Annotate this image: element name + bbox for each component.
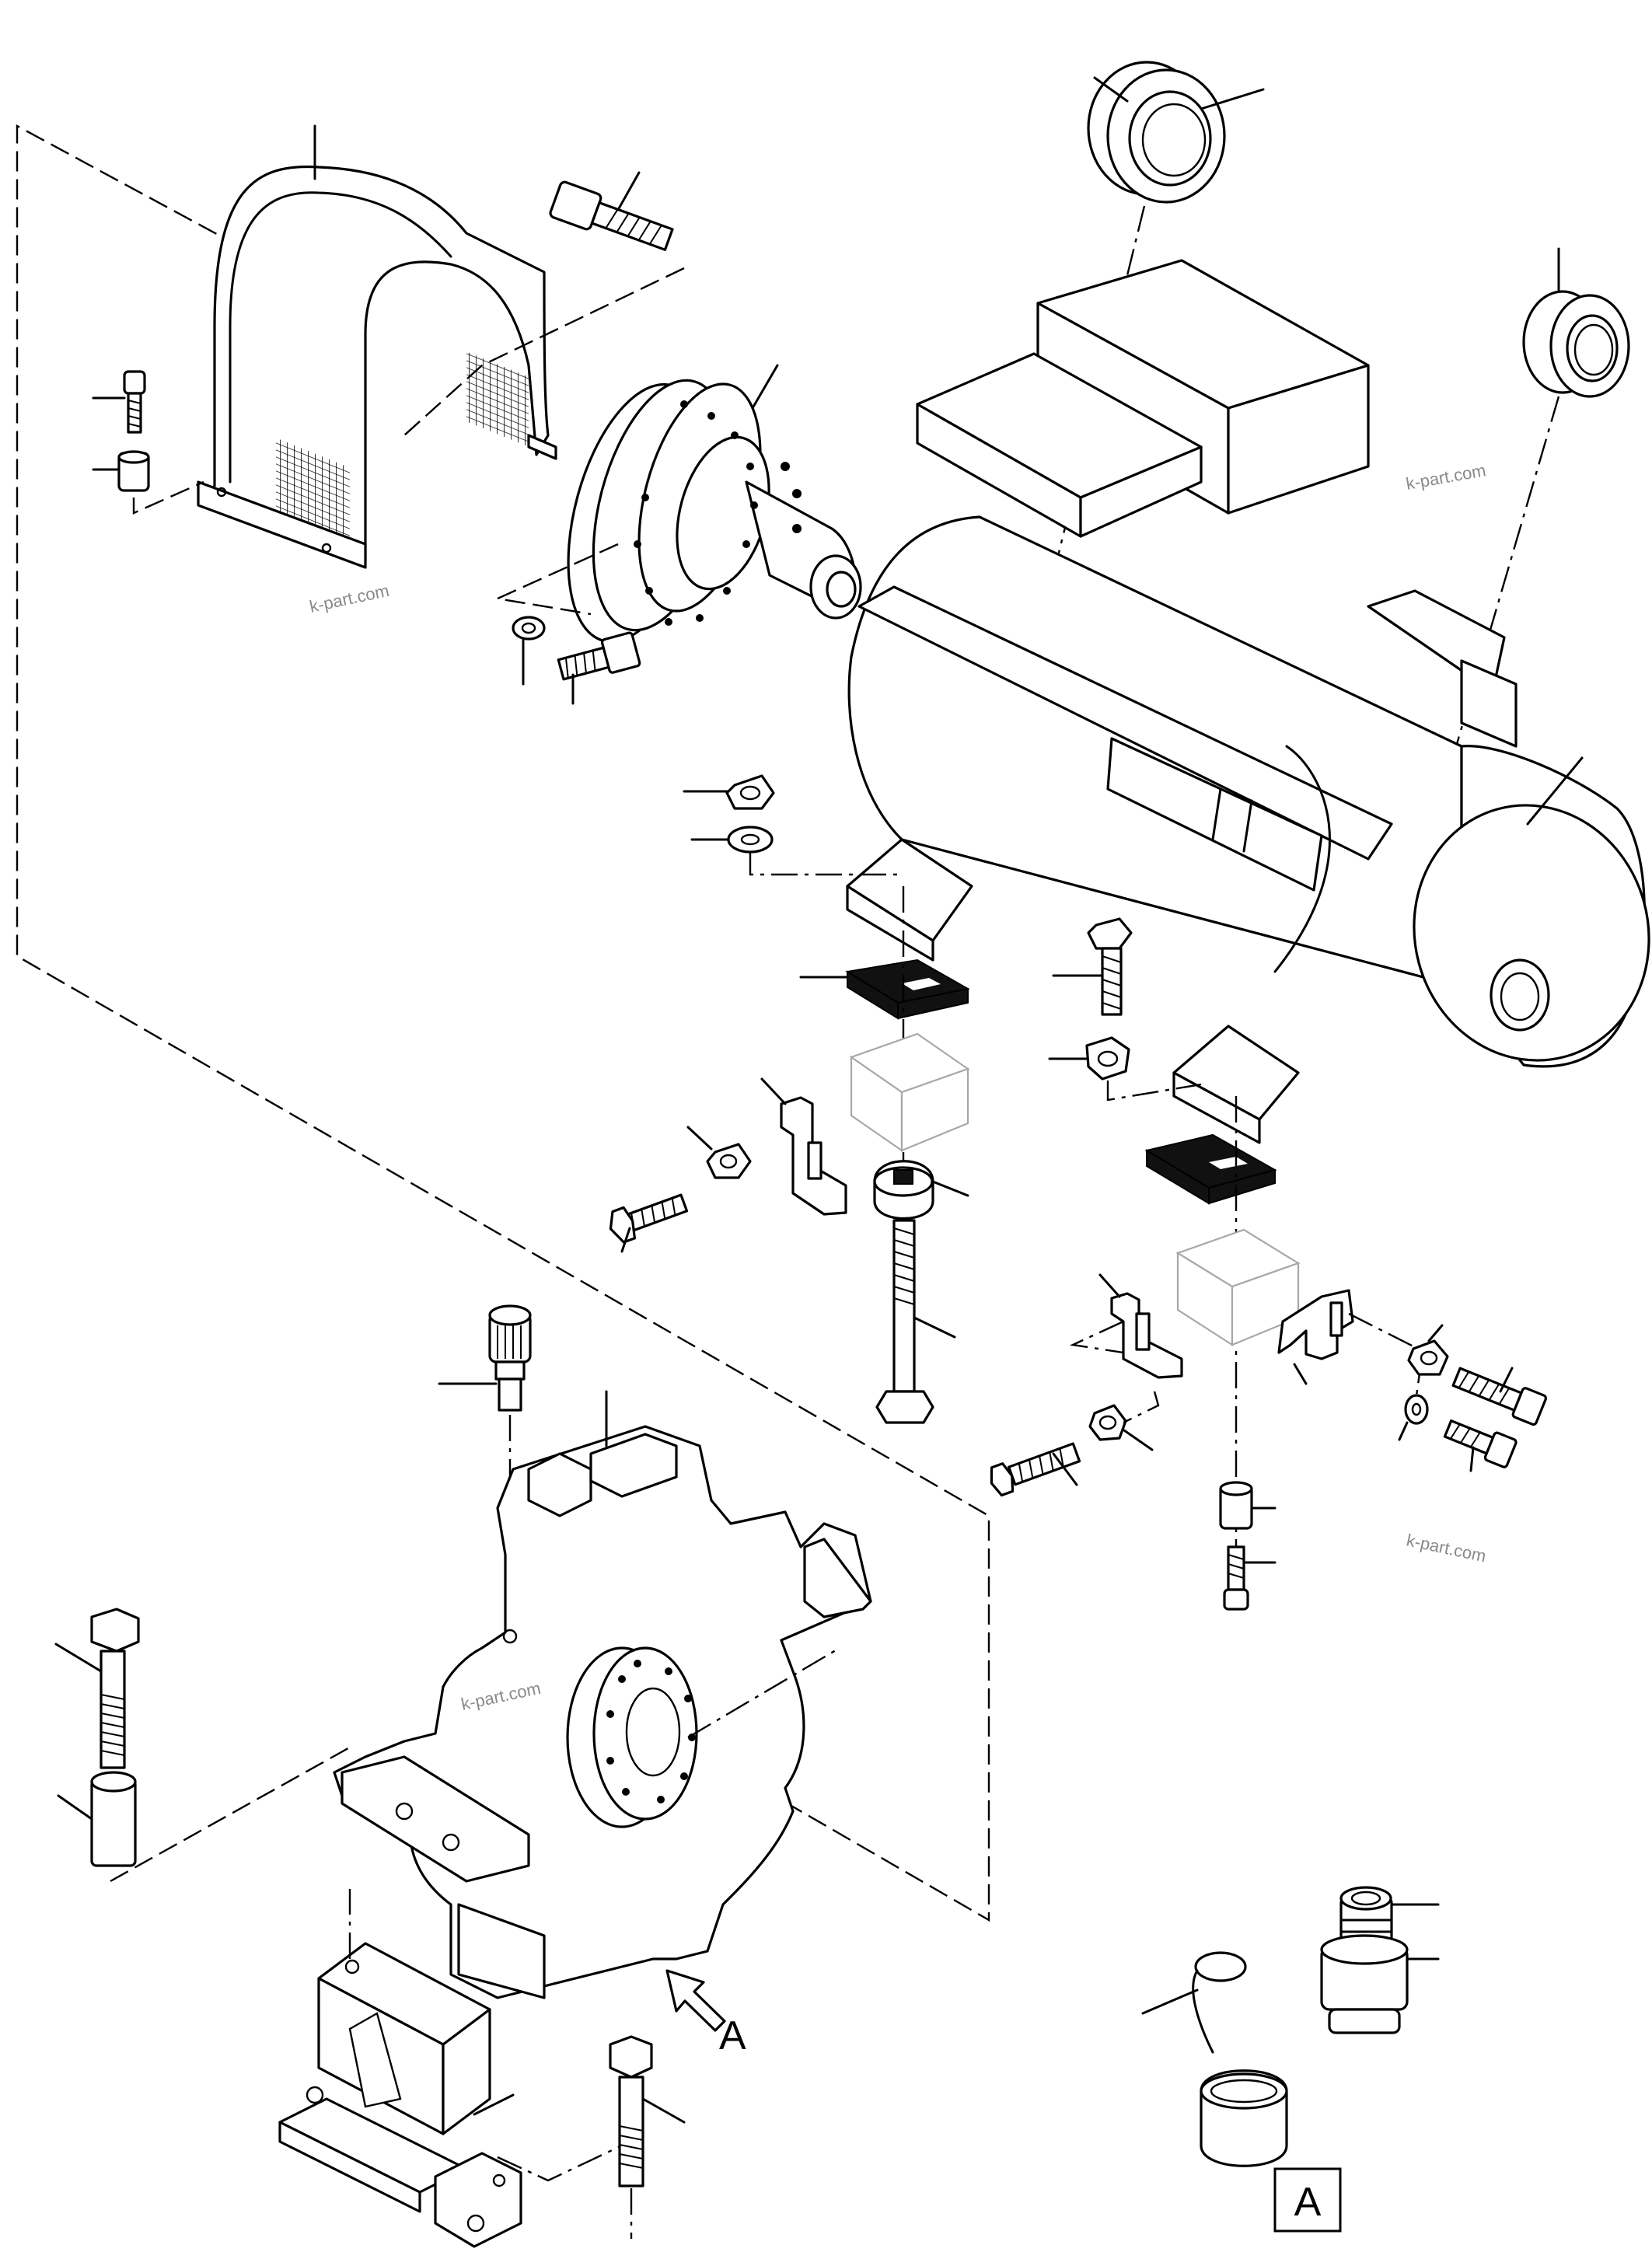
electric-motor bbox=[846, 259, 1650, 1144]
bolt-right-b bbox=[1443, 1419, 1518, 1468]
mount-block-left bbox=[849, 1032, 970, 1153]
bolt-sleeve bbox=[90, 1771, 137, 1867]
guard-spacer bbox=[92, 450, 150, 492]
long-hex-bolt bbox=[90, 1608, 140, 1769]
motor-washer bbox=[727, 826, 774, 854]
detail-a-coupler bbox=[1320, 1886, 1409, 2034]
bolt-right-c bbox=[990, 1442, 1081, 1497]
detail-a-label: A bbox=[1294, 2180, 1322, 2225]
watermark: k-part.com bbox=[1405, 1530, 1488, 1566]
pedestal-bolt bbox=[609, 2035, 653, 2187]
foot-bolt-right bbox=[1087, 917, 1133, 1016]
top-hex-bolt bbox=[549, 180, 674, 251]
assembly-outline bbox=[16, 124, 990, 1922]
bolt-right-small bbox=[1223, 1545, 1249, 1611]
nut-right-a bbox=[1407, 1339, 1449, 1376]
nut-left bbox=[706, 1143, 752, 1179]
coupling-bolt bbox=[557, 631, 641, 681]
stud-bolt-left bbox=[875, 1219, 934, 1424]
pedestal-support bbox=[278, 1942, 522, 2248]
watermark: k-part.com bbox=[308, 581, 391, 616]
bearing-small bbox=[1522, 290, 1630, 398]
shim-plate-left bbox=[845, 958, 970, 1020]
view-arrow-label: A bbox=[719, 2013, 746, 2058]
sleeve-right bbox=[1219, 1481, 1253, 1530]
nut-right-b bbox=[1088, 1404, 1127, 1441]
mount-block-right bbox=[1175, 1228, 1301, 1347]
bracket-clip-left bbox=[780, 1096, 847, 1216]
washer-right bbox=[1404, 1394, 1429, 1425]
bracket-clip-right-b bbox=[1277, 1289, 1354, 1360]
gearbox-housing bbox=[333, 1425, 872, 1999]
detail-a-cap bbox=[1192, 1951, 1288, 2167]
guard-bolt bbox=[92, 370, 146, 434]
motor-nut bbox=[725, 774, 775, 810]
coupling-guard bbox=[197, 165, 557, 569]
detail-a-box: A bbox=[1273, 2167, 1342, 2233]
plug-fitting bbox=[488, 1304, 532, 1412]
foot-nut-right bbox=[1085, 1036, 1130, 1081]
clamp-ring-left bbox=[873, 1160, 934, 1220]
bearing-large bbox=[1087, 61, 1226, 204]
view-arrow: A bbox=[665, 1969, 746, 2058]
bolt-right-a bbox=[1451, 1367, 1548, 1426]
flexible-coupling bbox=[567, 379, 862, 644]
watermark: k-part.com bbox=[1405, 460, 1488, 494]
coupling-washer bbox=[512, 616, 546, 686]
bracket-clip-right-a bbox=[1110, 1292, 1183, 1379]
shim-plate-right bbox=[1144, 1133, 1277, 1205]
bolt-left-horizontal bbox=[609, 1193, 689, 1244]
